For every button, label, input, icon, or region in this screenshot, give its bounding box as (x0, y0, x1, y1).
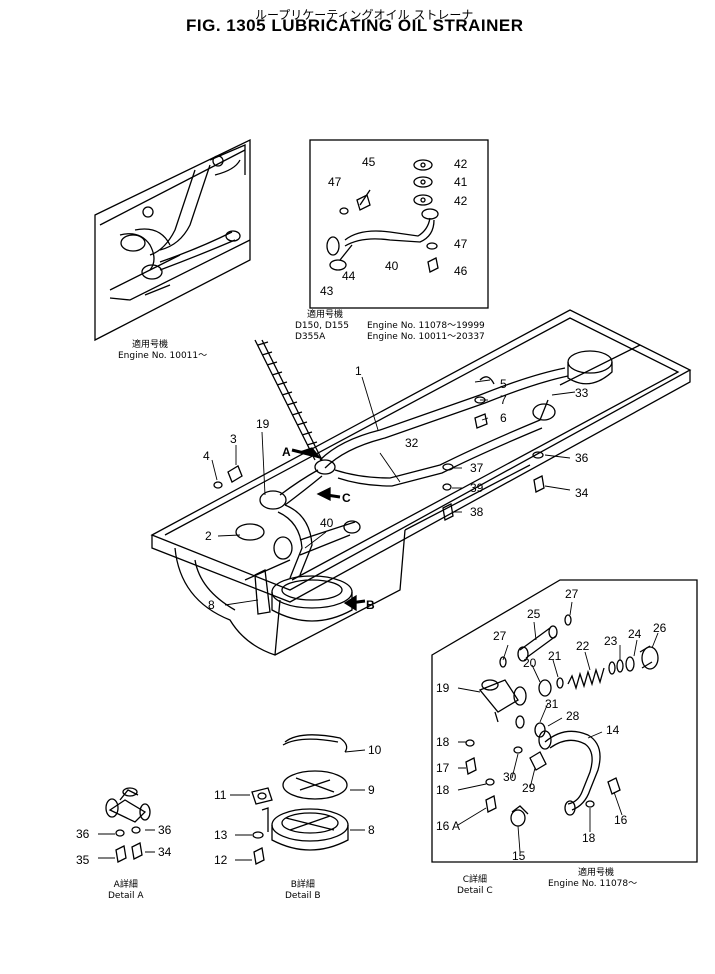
callout: 25 (527, 607, 541, 621)
jp-title: ループリケーティングオイル ストレーナ (255, 8, 474, 22)
callout: 19 (436, 681, 450, 695)
callout: 13 (214, 828, 228, 842)
callout: 24 (628, 627, 642, 641)
callout: 18 (582, 831, 596, 845)
detail-en: Detail B (285, 891, 321, 901)
marker-c: C (342, 491, 351, 505)
callout: 42 (454, 194, 468, 208)
callout: 5 (500, 377, 507, 391)
applicability-engine: Engine No. 10011～20337 (367, 332, 485, 342)
detail-en: Detail C (457, 886, 493, 896)
callout: 34 (575, 486, 589, 500)
detail-jp: A詳細 (113, 880, 138, 890)
callout: 33 (575, 386, 589, 400)
callout: 30 (503, 770, 517, 784)
callout: 29 (522, 781, 536, 795)
detail-b-caption: B詳細 Detail B (285, 880, 321, 902)
callout: 16 (614, 813, 628, 827)
callout: 46 (454, 264, 468, 278)
callout: 45 (362, 155, 376, 169)
view-arrows (291, 447, 366, 612)
callout: 21 (548, 649, 562, 663)
callout: 42 (454, 157, 468, 171)
callout: 15 (512, 849, 526, 863)
callout: 36 (76, 827, 90, 841)
marker-b: B (366, 598, 375, 612)
detail-jp: C詳細 (462, 875, 487, 885)
callout: 1 (355, 364, 362, 378)
figure-title: FIG. 1305 LUBRICATING OIL STRAINER (186, 16, 524, 35)
inset-top (309, 139, 489, 309)
detail-c-caption: C詳細 Detail C (457, 875, 493, 897)
callout: 40 (320, 516, 334, 530)
callout: 18 (436, 783, 450, 797)
suction-pipes (213, 339, 613, 622)
callout: 23 (604, 634, 618, 648)
callout: 47 (454, 237, 468, 251)
callout: 19 (256, 417, 270, 431)
applicability-jp: 適用号機 (132, 340, 169, 350)
callout: 22 (576, 639, 590, 653)
detail-a-caption: A詳細 Detail A (108, 880, 144, 902)
callout: 36 (158, 823, 172, 837)
callout: 37 (470, 461, 484, 475)
inset-top-left (94, 138, 251, 342)
callout: 44 (342, 269, 356, 283)
callout: 32 (405, 436, 419, 450)
callout: 27 (565, 587, 579, 601)
callout: 28 (566, 709, 580, 723)
callout: 31 (545, 697, 559, 711)
applicability-engine: Engine No. 11078～ (548, 879, 638, 889)
callout: 38 (470, 505, 484, 519)
applicability-engine: Engine No. 11078～19999 (367, 321, 485, 331)
callout: 40 (385, 259, 399, 273)
applicability-bottom-right: 適用号機 Engine No. 11078～ (548, 868, 637, 890)
detail-b (230, 734, 366, 865)
callout: 41 (454, 175, 468, 189)
callout: 34 (158, 845, 172, 859)
applicability-top-left: 適用号機 Engine No. 10011～ (118, 340, 207, 362)
applicability-engine: Engine No. 10011～ (118, 351, 208, 361)
callout: 16 A (436, 819, 460, 833)
applicability-models: D150, D155 (295, 321, 349, 331)
detail-a (98, 787, 155, 863)
leaders-main (211, 376, 576, 606)
callout: 7 (500, 393, 507, 407)
applicability-models: D355A (295, 332, 326, 342)
callout: 3 (230, 432, 237, 446)
callout: 20 (523, 656, 537, 670)
detail-c (431, 579, 698, 863)
oil-pan (150, 309, 692, 656)
callout: 17 (436, 761, 450, 775)
callout: 10 (368, 743, 382, 757)
applicability-jp: 適用号機 (578, 868, 615, 878)
callout: 35 (76, 853, 90, 867)
callout: 27 (493, 629, 507, 643)
callout: 47 (328, 175, 342, 189)
detail-en: Detail A (108, 891, 144, 901)
callout: 26 (653, 621, 667, 635)
callout: 9 (368, 783, 375, 797)
callout: 2 (205, 529, 212, 543)
applicability-top-inset: 適用号機 D150, D155 Engine No. 11078～19999 D… (295, 310, 485, 343)
detail-jp: B詳細 (290, 880, 315, 890)
callout: 43 (320, 284, 334, 298)
callout: 36 (575, 451, 589, 465)
applicability-jp: 適用号機 (307, 310, 344, 320)
callout: 14 (606, 723, 620, 737)
marker-a: A (282, 445, 291, 459)
callout: 8 (208, 598, 215, 612)
callout: 18 (436, 735, 450, 749)
callout: 11 (214, 788, 227, 802)
callout: 12 (214, 853, 228, 867)
callout: 6 (500, 411, 507, 425)
callout: 4 (203, 449, 210, 463)
callout-labels: 45 47 42 41 42 47 40 44 46 43 1 5 7 6 33… (76, 155, 667, 867)
callout: 39 (470, 481, 484, 495)
callout: 8 (368, 823, 375, 837)
